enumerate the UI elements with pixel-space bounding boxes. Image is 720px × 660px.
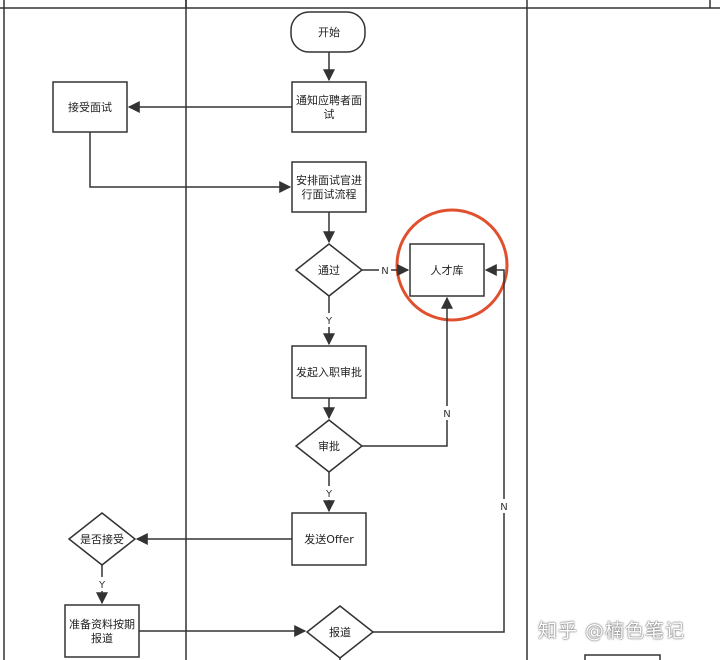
onboard-approval-label: 发起入职审批 <box>296 365 362 379</box>
edge-report-talent <box>373 264 505 633</box>
arrange-label-line2: 行面试流程 <box>302 187 357 201</box>
accept-interview-node[interactable] <box>52 81 128 133</box>
edge-label-report-no: N <box>500 502 507 513</box>
edge-label-approve-no: N <box>443 409 450 420</box>
accept-interview-label: 接受面试 <box>68 101 112 114</box>
send-offer-label: 发送Offer <box>304 532 354 546</box>
talent-pool-node[interactable] <box>409 243 485 297</box>
notify-label-line2: 试 <box>324 108 335 121</box>
partial-box-corner <box>584 654 661 660</box>
prepare-label-line2: 报道 <box>91 631 113 645</box>
watermark-text: 知乎 @楠色笔记 <box>538 620 686 642</box>
edge-label-approve-yes: Y <box>325 489 333 500</box>
notify-label-line1: 通知应聘者面 <box>296 93 362 107</box>
accept-decision-label: 是否接受 <box>80 533 124 546</box>
edge-approve-talent <box>362 296 453 447</box>
start-label: 开始 <box>318 25 340 39</box>
notify-node[interactable] <box>291 81 367 133</box>
edge-label-pass-no: N <box>381 266 388 277</box>
edge-accept-arrange <box>89 132 292 193</box>
prepare-node[interactable] <box>64 604 140 658</box>
prepare-label-line1: 准备资料按期 <box>69 617 135 631</box>
edge-label-pass-yes: Y <box>325 316 333 327</box>
edge-label-accept-yes: Y <box>98 580 106 591</box>
onboard-approval-node[interactable] <box>291 345 367 399</box>
arrange-label-line1: 安排面试官进 <box>296 173 362 187</box>
start-node[interactable] <box>290 11 366 53</box>
pass-label: 通过 <box>318 264 340 277</box>
talent-pool-label: 人才库 <box>431 263 464 277</box>
send-offer-node[interactable] <box>291 512 367 566</box>
talent-highlight-circle <box>395 208 509 322</box>
report-label: 报道 <box>329 625 351 639</box>
arrange-node[interactable] <box>291 161 367 213</box>
approve-label: 审批 <box>318 439 340 453</box>
